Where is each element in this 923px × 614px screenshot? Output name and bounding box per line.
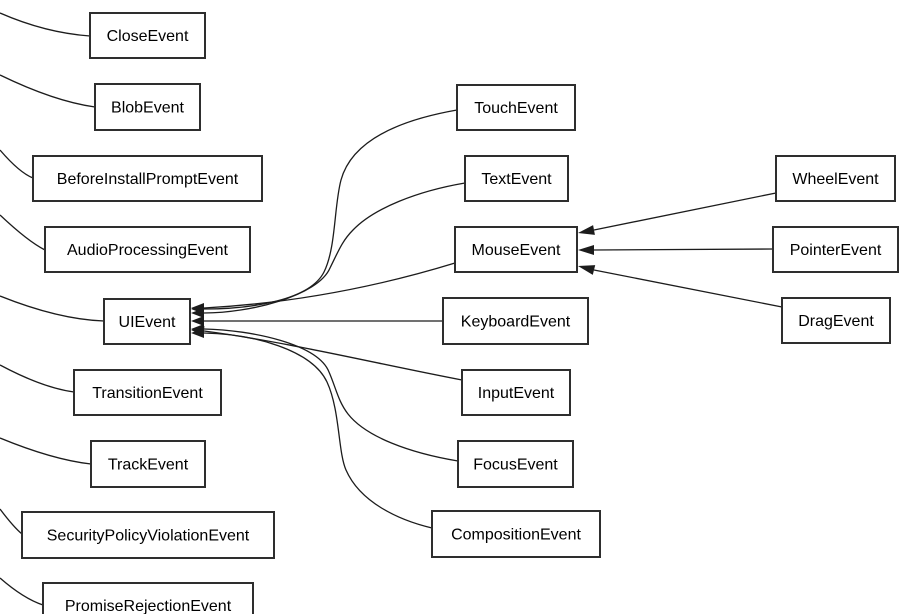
node-box-FocusEvent — [457, 440, 574, 488]
node-box-SecurityPolicyViolationEvent — [21, 511, 275, 559]
node-box-AudioProcessingEvent — [44, 226, 251, 273]
node-box-TextEvent — [464, 155, 569, 202]
edge-WheelEvent-to-MouseEvent — [593, 192, 777, 231]
node-TransitionEvent: TransitionEvent — [73, 369, 222, 416]
edge-DragEvent-to-MouseEvent — [593, 269, 783, 308]
edge-TouchEvent-to-UIEvent — [203, 109, 458, 310]
node-label-BeforeInstallPromptEvent: BeforeInstallPromptEvent — [57, 171, 239, 188]
arrowhead-DragEvent-to-MouseEvent — [578, 265, 596, 275]
node-MouseEvent: MouseEvent — [454, 226, 578, 273]
node-label-TextEvent: TextEvent — [481, 171, 552, 188]
node-box-BlobEvent — [94, 83, 201, 131]
node-label-KeyboardEvent: KeyboardEvent — [461, 314, 571, 331]
node-label-CompositionEvent: CompositionEvent — [451, 527, 581, 544]
node-box-InputEvent — [461, 369, 571, 416]
node-box-TrackEvent — [90, 440, 206, 488]
node-TextEvent: TextEvent — [464, 155, 569, 202]
node-box-PointerEvent — [772, 226, 899, 273]
node-box-PromiseRejectionEvent — [42, 582, 254, 614]
node-label-SecurityPolicyViolationEvent: SecurityPolicyViolationEvent — [47, 528, 250, 545]
node-AudioProcessingEvent: AudioProcessingEvent — [44, 226, 251, 273]
edge-offscreen-left-to-BlobEvent — [0, 74, 96, 108]
node-label-BlobEvent: BlobEvent — [111, 100, 184, 117]
node-CloseEvent: CloseEvent — [89, 12, 206, 59]
node-UIEvent: UIEvent — [103, 298, 191, 345]
edge-FocusEvent-to-UIEvent — [203, 328, 459, 462]
node-label-CloseEvent: CloseEvent — [107, 28, 189, 45]
edge-offscreen-left-to-AudioProcessingEvent — [0, 214, 46, 251]
node-box-DragEvent — [781, 297, 891, 344]
node-CompositionEvent: CompositionEvent — [431, 510, 601, 558]
node-SecurityPolicyViolationEvent: SecurityPolicyViolationEvent — [21, 511, 275, 559]
node-label-AudioProcessingEvent: AudioProcessingEvent — [67, 242, 229, 259]
arrowhead-MouseEvent-to-UIEvent — [191, 303, 204, 313]
node-label-MouseEvent: MouseEvent — [472, 242, 561, 259]
node-label-WheelEvent: WheelEvent — [792, 171, 879, 188]
arrowhead-WheelEvent-to-MouseEvent — [578, 225, 595, 235]
node-box-CloseEvent — [89, 12, 206, 59]
node-box-TouchEvent — [456, 84, 576, 131]
edge-TextEvent-to-UIEvent — [203, 182, 466, 314]
node-box-BeforeInstallPromptEvent — [32, 155, 263, 202]
node-box-UIEvent — [103, 298, 191, 345]
edge-offscreen-left-to-TrackEvent — [0, 437, 92, 465]
node-box-CompositionEvent — [431, 510, 601, 558]
node-DragEvent: DragEvent — [781, 297, 891, 344]
node-PromiseRejectionEvent: PromiseRejectionEvent — [42, 582, 254, 614]
node-box-TransitionEvent — [73, 369, 222, 416]
node-label-TouchEvent: TouchEvent — [474, 100, 558, 117]
node-label-FocusEvent: FocusEvent — [473, 457, 558, 474]
node-KeyboardEvent: KeyboardEvent — [442, 297, 589, 345]
edge-offscreen-left-to-UIEvent — [0, 295, 105, 322]
arrowhead-PointerEvent-to-MouseEvent — [578, 245, 594, 255]
edge-offscreen-left-to-TransitionEvent — [0, 364, 75, 393]
node-BlobEvent: BlobEvent — [94, 83, 201, 131]
node-TouchEvent: TouchEvent — [456, 84, 576, 131]
node-label-UIEvent: UIEvent — [119, 314, 176, 331]
node-label-PointerEvent: PointerEvent — [790, 242, 882, 259]
node-label-DragEvent: DragEvent — [798, 313, 874, 330]
node-InputEvent: InputEvent — [461, 369, 571, 416]
edge-offscreen-left-to-PromiseRejectionEvent — [0, 577, 44, 606]
node-label-TrackEvent: TrackEvent — [108, 457, 189, 474]
node-WheelEvent: WheelEvent — [775, 155, 896, 202]
node-PointerEvent: PointerEvent — [772, 226, 899, 273]
arrowhead-KeyboardEvent-to-UIEvent — [191, 316, 204, 326]
edge-MouseEvent-to-UIEvent — [203, 262, 456, 309]
node-FocusEvent: FocusEvent — [457, 440, 574, 488]
node-box-KeyboardEvent — [442, 297, 589, 345]
node-label-PromiseRejectionEvent: PromiseRejectionEvent — [65, 598, 232, 614]
edge-offscreen-left-to-CloseEvent — [0, 12, 91, 37]
node-box-WheelEvent — [775, 155, 896, 202]
edge-CompositionEvent-to-UIEvent — [203, 332, 433, 529]
edge-InputEvent-to-UIEvent — [203, 330, 463, 381]
node-box-MouseEvent — [454, 226, 578, 273]
edge-PointerEvent-to-MouseEvent — [593, 248, 774, 251]
node-label-TransitionEvent: TransitionEvent — [92, 385, 203, 402]
edge-offscreen-left-to-BeforeInstallPromptEvent — [0, 149, 34, 179]
node-label-InputEvent: InputEvent — [478, 385, 555, 402]
node-BeforeInstallPromptEvent: BeforeInstallPromptEvent — [32, 155, 263, 202]
arrowhead-CompositionEvent-to-UIEvent — [191, 328, 204, 338]
edge-offscreen-left-to-SecurityPolicyViolationEvent — [0, 508, 23, 535]
node-TrackEvent: TrackEvent — [90, 440, 206, 488]
